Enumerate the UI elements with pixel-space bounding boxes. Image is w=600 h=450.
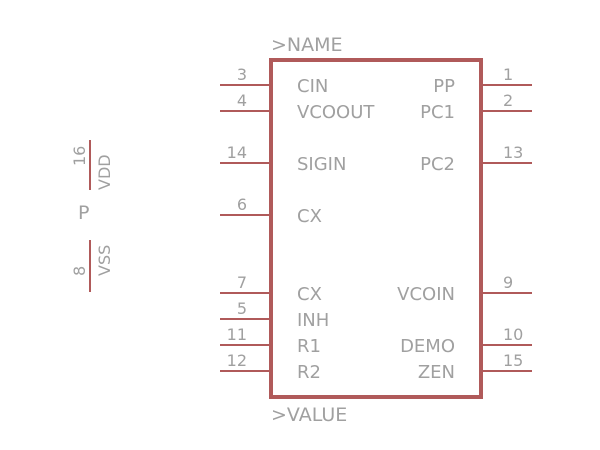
pin-number: 14 [227,143,247,162]
pin-number: 9 [503,273,513,292]
pin-number: 11 [227,325,247,344]
power-part-label: P [78,202,89,224]
pin-label: INH [297,310,329,331]
pin-label: R2 [297,362,321,383]
pin-label: DEMO [400,336,455,357]
pin-number: 13 [503,143,523,162]
power-symbol: 16 VDD P 8 VSS [70,140,114,292]
vdd-pin-label: VDD [95,154,114,190]
pin-number: 5 [237,299,247,318]
vss-pin-number: 8 [70,266,89,276]
pin-label: VCOIN [397,284,455,305]
pin-label: CIN [297,76,328,97]
pin-label: PC2 [420,154,455,175]
vdd-pin-number: 16 [70,146,89,166]
pin-label: CX [297,284,322,305]
pin-label: PP [433,76,455,97]
pin-label: PC1 [420,102,455,123]
pin-number: 4 [237,91,247,110]
pin-number: 7 [237,273,247,292]
pin-number: 10 [503,325,523,344]
pin-label: ZEN [418,362,455,383]
pin-number: 2 [503,91,513,110]
vss-pin-label: VSS [95,245,114,276]
pin-label: VCOOUT [297,102,375,123]
pin-number: 6 [237,195,247,214]
pin-label: R1 [297,336,321,357]
pin-number: 1 [503,65,513,84]
name-label: >NAME [271,34,343,56]
pin-label: SIGIN [297,154,346,175]
pin-number: 3 [237,65,247,84]
pin-number: 12 [227,351,247,370]
ic-body [269,58,483,399]
pin-number: 15 [503,351,523,370]
pin-label: CX [297,206,322,227]
value-label: >VALUE [271,404,347,426]
